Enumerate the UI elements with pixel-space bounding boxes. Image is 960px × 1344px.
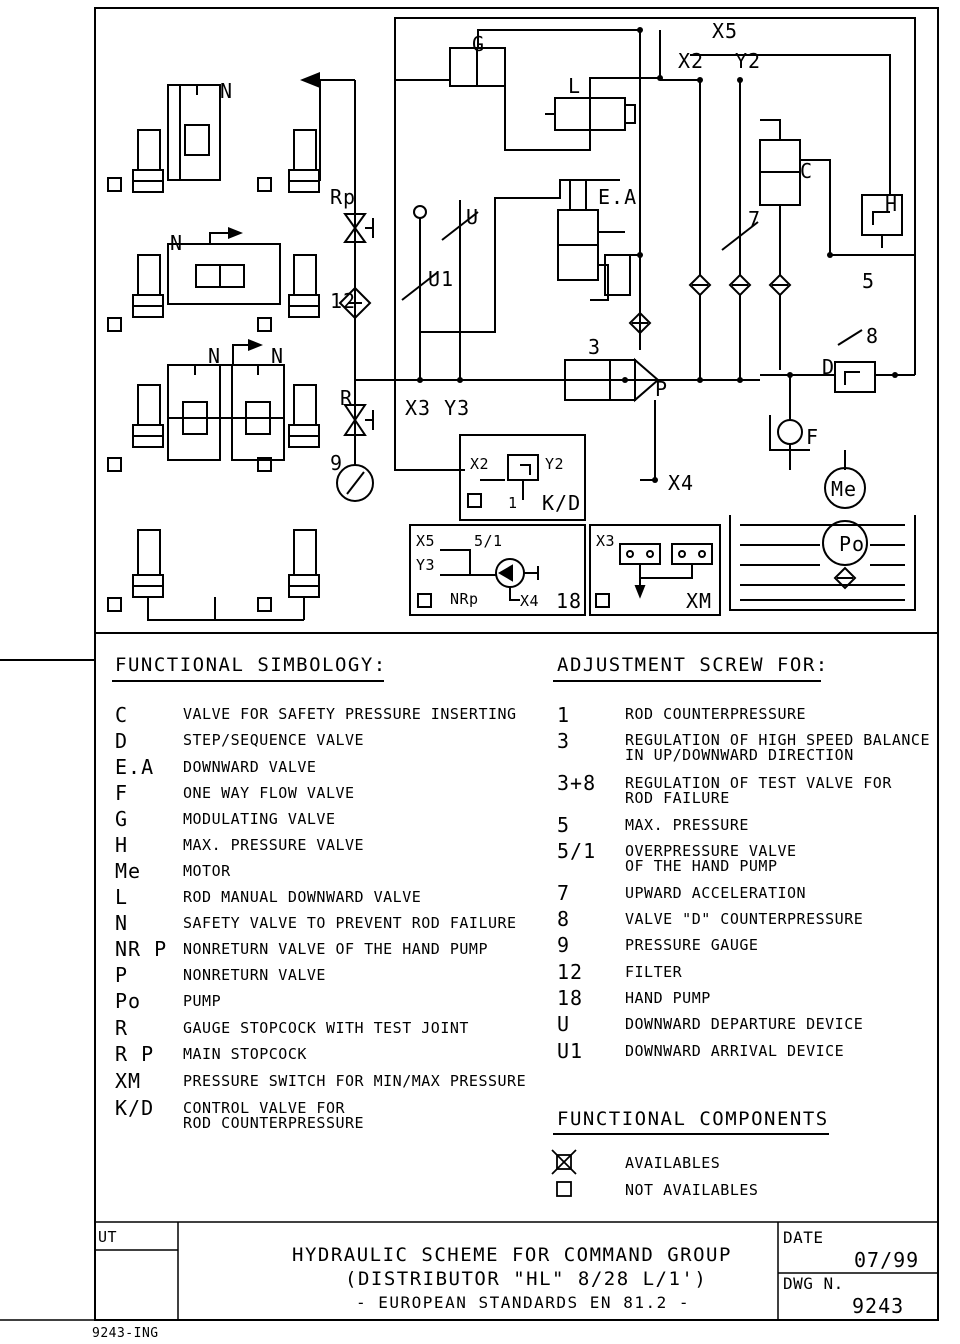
simbology-heading: FUNCTIONAL SIMBOLOGY: [115,654,387,676]
date-label: DATE [783,1228,824,1247]
label-L: L [568,74,582,98]
components-heading: FUNCTIONAL COMPONENTS [557,1108,829,1130]
label-Y3-b: Y3 [416,556,436,574]
label-5: 5 [862,269,876,293]
label-X2-top: X2 [678,49,705,73]
label-N-mid: N [170,231,184,255]
label-EA: E.A [598,185,638,209]
label-7: 7 [748,207,762,231]
dwg-label: DWG N. [783,1274,844,1293]
label-1: 1 [508,494,518,512]
adjustment-heading: ADJUSTMENT SCREW FOR: [557,654,829,676]
label-G: G [472,32,486,56]
label-N-low-a: N [208,344,222,368]
label-X2-kd: X2 [470,455,490,473]
label-8: 8 [866,324,880,348]
label-N-low-b: N [271,344,285,368]
label-Me: Me [831,477,858,501]
label-P: P [655,377,669,401]
label-Y2-top: Y2 [735,49,762,73]
label-Po: Po [839,532,866,556]
label-R: R [340,386,354,410]
label-X4: X4 [668,471,695,495]
components-available: AVAILABLES [625,1154,721,1172]
label-X5-b: X5 [416,532,436,550]
label-3: 3 [588,335,602,359]
label-5-1: 5/1 [474,532,503,550]
label-N-top: N [220,79,234,103]
label-D: D [822,355,836,379]
date-value: 07/99 [854,1248,920,1272]
label-X3-Y3: X3 Y3 [405,396,471,420]
label-KD: K/D [542,491,582,515]
label-F: F [806,425,820,449]
label-Rp: Rp [330,185,357,209]
title-line-1: HYDRAULIC SCHEME FOR COMMAND GROUP [292,1244,732,1266]
title-line-3: - EUROPEAN STANDARDS EN 81.2 - [356,1293,690,1312]
label-12: 12 [330,289,357,313]
label-9: 9 [330,451,344,475]
label-18: 18 [556,589,583,613]
label-U: U [466,205,480,229]
label-H: H [885,192,899,216]
label-X4-b: X4 [520,592,540,610]
dwg-value: 9243 [852,1294,905,1318]
label-U1: U1 [428,267,455,291]
label-XM: XM [686,589,713,613]
label-X3-b: X3 [596,532,616,550]
ut-label: UT [98,1228,118,1246]
title-line-2: (DISTRIBUTOR "HL" 8/28 L/1') [345,1268,708,1290]
components-not-available: NOT AVAILABLES [625,1181,759,1199]
label-Y2-kd: Y2 [545,455,565,473]
label-X5: X5 [712,19,739,43]
label-NRp: NRp [450,590,479,608]
label-C: C [800,159,814,183]
footer-code: 9243-ING [92,1326,159,1341]
